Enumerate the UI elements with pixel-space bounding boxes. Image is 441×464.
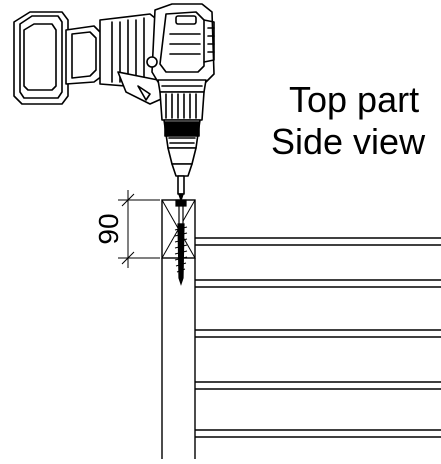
drill-battery	[13, 11, 69, 105]
horizontal-board-3	[195, 429, 441, 438]
drill-motor-body	[151, 3, 215, 83]
post-and-boards	[161, 199, 441, 459]
heading-line-1: Top part	[289, 79, 420, 120]
dimension-label: 90	[93, 213, 124, 244]
dimension-90	[118, 190, 160, 268]
screw-icon	[174, 199, 188, 286]
cordless-drill-icon	[13, 3, 215, 201]
horizontal-board-2	[195, 329, 441, 390]
heading-line-2: Side view	[271, 121, 426, 162]
horizontal-board-1	[195, 237, 441, 288]
